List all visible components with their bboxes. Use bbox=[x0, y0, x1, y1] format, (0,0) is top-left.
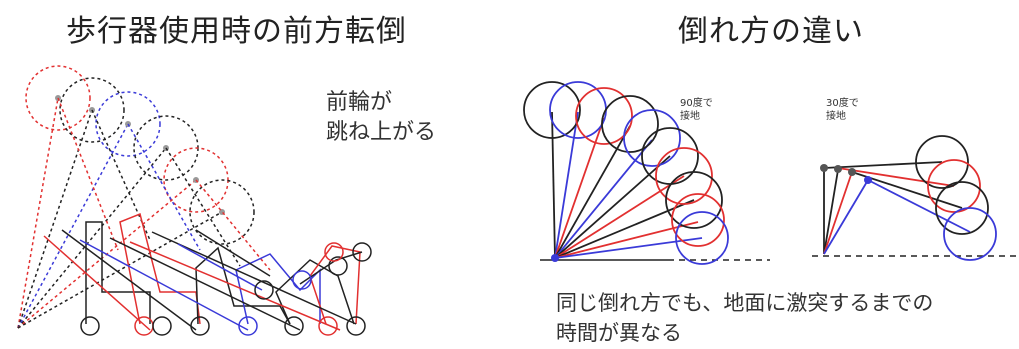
body-lines bbox=[43, 229, 357, 331]
fan-head-circles bbox=[523, 81, 729, 265]
right-title: 倒れ方の違い bbox=[678, 14, 864, 49]
walker-fall-diagram bbox=[17, 65, 372, 336]
walker-wheels bbox=[80, 242, 372, 336]
fan-spokes bbox=[551, 111, 703, 259]
label-30deg: 30度で 接地 bbox=[826, 98, 859, 122]
dotted-body-lines bbox=[57, 97, 271, 271]
pivot-point bbox=[551, 254, 559, 262]
fall-time-note: 同じ倒れ方でも、地面に激突するまでの 時間が異なる bbox=[556, 291, 934, 345]
front-wheel-note: 前輪が 跳ね上がる bbox=[326, 90, 437, 145]
left-title: 歩行器使用時の前方転倒 bbox=[66, 14, 407, 49]
fall-fan-diagram-90 bbox=[523, 81, 770, 265]
fall-diagram-30 bbox=[812, 135, 1019, 261]
dotted-head-circles bbox=[25, 65, 255, 245]
head-circles-30 bbox=[915, 135, 997, 261]
walker-frames bbox=[85, 212, 363, 325]
dotted-radial-lines bbox=[17, 97, 223, 329]
label-90deg: 90度で 接地 bbox=[680, 98, 713, 122]
joint-dots bbox=[820, 164, 872, 184]
